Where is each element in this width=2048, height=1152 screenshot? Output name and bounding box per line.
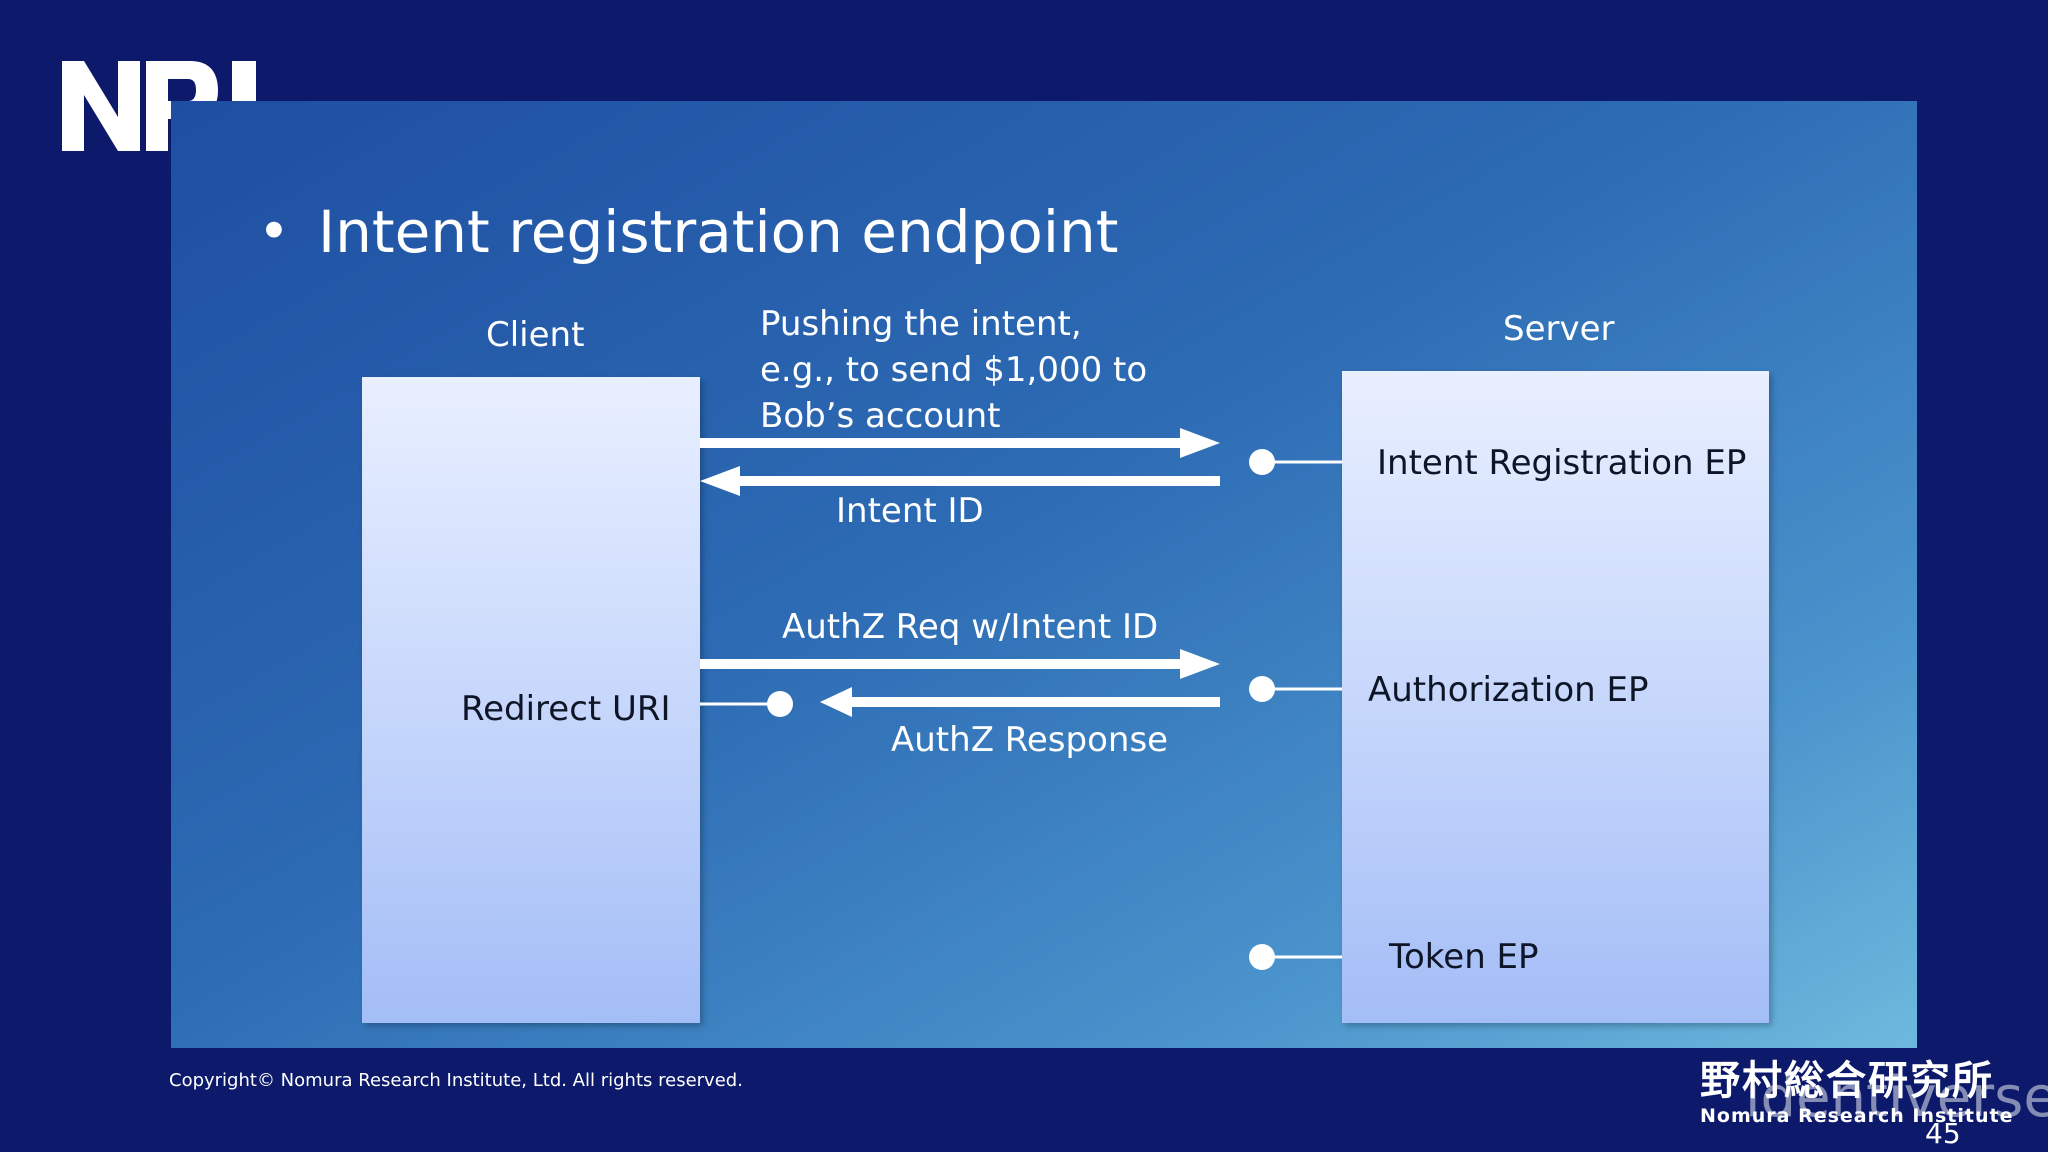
authz-resp-arrow-shaft [852, 697, 1220, 707]
server-label: Server [1503, 309, 1615, 349]
company-name-jp: 野村総合研究所 [1700, 1058, 1994, 1104]
token-ep-label: Token EP [1389, 937, 1539, 977]
redirect-uri-port [767, 691, 793, 717]
intent-id-arrow-head [700, 466, 740, 496]
push-intent-arrow-head [1180, 428, 1220, 458]
authorization-ep-port [1249, 676, 1275, 702]
copyright-text: Copyright© Nomura Research Institute, Lt… [169, 1070, 743, 1091]
page-number: 45 [1925, 1117, 1961, 1150]
authz-req-label: AuthZ Req w/Intent ID [782, 607, 1159, 647]
intent-id-arrow-shaft [740, 476, 1220, 486]
token-ep-port [1249, 944, 1275, 970]
slide-title: Intent registration endpoint [318, 198, 1119, 266]
title-bullet: • [258, 200, 290, 263]
intent-reg-ep-port [1249, 449, 1275, 475]
company-name-en: Nomura Research Institute [1700, 1105, 2014, 1127]
intent-id-label: Intent ID [836, 491, 984, 531]
client-label: Client [486, 315, 585, 355]
push-intent-label-line-3: Bob’s account [760, 396, 1001, 436]
authz-resp-label: AuthZ Response [891, 720, 1169, 760]
authz-req-arrow-shaft [700, 659, 1180, 669]
authz-req-arrow-head [1180, 649, 1220, 679]
authz-resp-arrow-head [820, 687, 852, 717]
redirect-uri-label: Redirect URI [461, 689, 671, 729]
push-intent-label-line-1: Pushing the intent, [760, 304, 1082, 344]
identiverse-watermark: identiverse [1745, 1065, 2048, 1130]
push-intent-label-line-2: e.g., to send $1,000 to [760, 350, 1148, 390]
client-box [362, 377, 700, 1023]
push-intent-arrow-shaft [700, 438, 1180, 448]
intent-registration-ep-label: Intent Registration EP [1377, 443, 1747, 483]
server-box [1342, 371, 1769, 1023]
authorization-ep-label: Authorization EP [1368, 670, 1649, 710]
